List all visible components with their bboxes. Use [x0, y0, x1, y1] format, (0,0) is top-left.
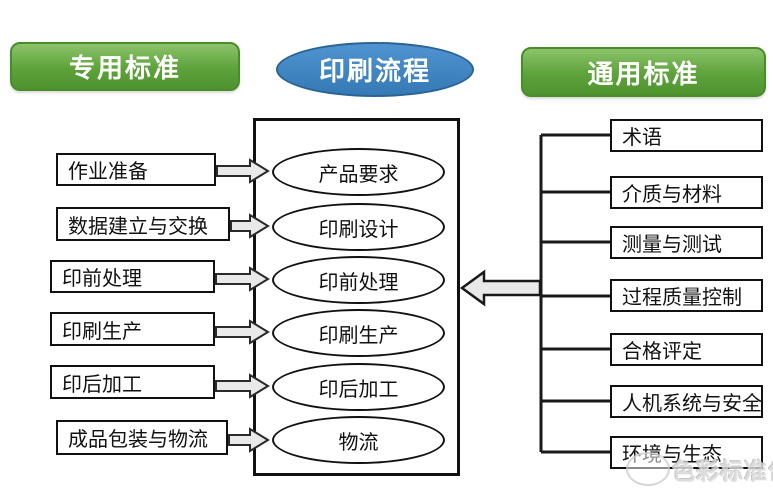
special-standard-box: 作业准备 — [56, 153, 216, 186]
process-step-ellipse: 印刷生产 — [272, 309, 445, 357]
special-standard-box: 成品包装与物流 — [56, 420, 228, 455]
general-standard-box: 介质与材料 — [610, 176, 763, 209]
header-printing-process-label: 印刷流程 — [318, 56, 431, 86]
process-step-label: 印刷生产 — [318, 324, 399, 347]
general-standard-box: 术语 — [610, 119, 763, 152]
general-standard-box: 过程质量控制 — [610, 279, 763, 312]
process-step-label: 产品要求 — [318, 163, 399, 186]
process-step-ellipse: 物流 — [272, 416, 445, 464]
process-step-ellipse: 印前处理 — [272, 256, 445, 304]
process-step-label: 物流 — [338, 431, 379, 454]
process-step-label: 印前处理 — [318, 271, 399, 294]
special-standard-label: 印前处理 — [62, 268, 142, 290]
special-standard-box: 印后加工 — [50, 365, 215, 399]
process-step-ellipse: 印刷设计 — [272, 203, 445, 251]
special-standard-box: 印前处理 — [50, 260, 215, 293]
special-standard-box: 数据建立与交换 — [56, 207, 230, 241]
special-standard-label: 印后加工 — [62, 373, 142, 396]
process-step-ellipse: 印后加工 — [272, 363, 445, 411]
header-general-standards-label: 通用标准 — [587, 58, 700, 89]
header-printing-process: 印刷流程 — [276, 42, 474, 97]
process-step-label: 印刷设计 — [318, 218, 399, 241]
general-standard-label: 介质与材料 — [622, 184, 722, 206]
watermark-text: 色彩标准化 — [672, 458, 773, 484]
general-standard-label: 术语 — [622, 127, 662, 149]
process-step-ellipse: 产品要求 — [272, 148, 445, 196]
general-standard-box: 合格评定 — [610, 333, 763, 366]
process-step-label: 印后加工 — [318, 378, 399, 401]
general-standard-label: 过程质量控制 — [622, 287, 742, 309]
special-standard-box: 印刷生产 — [50, 312, 215, 346]
general-standard-box: 测量与测试 — [610, 226, 763, 259]
special-standard-label: 数据建立与交换 — [68, 215, 208, 238]
general-standard-label: 合格评定 — [622, 341, 702, 363]
special-standard-label: 印刷生产 — [62, 320, 142, 343]
header-special-standards-label: 专用标准 — [68, 53, 181, 83]
header-general-standards: 通用标准 — [521, 47, 766, 97]
header-special-standards: 专用标准 — [10, 42, 240, 91]
general-standard-label: 测量与测试 — [622, 234, 722, 256]
watermark: 色彩标准化 — [626, 448, 773, 490]
watermark-logo-icon — [626, 452, 670, 486]
general-standard-box: 人机系统与安全 — [610, 385, 763, 418]
arrow-left-icon — [459, 269, 542, 307]
general-standard-label: 人机系统与安全 — [622, 393, 762, 415]
special-standard-label: 成品包装与物流 — [68, 429, 208, 451]
special-standard-label: 作业准备 — [68, 161, 148, 183]
